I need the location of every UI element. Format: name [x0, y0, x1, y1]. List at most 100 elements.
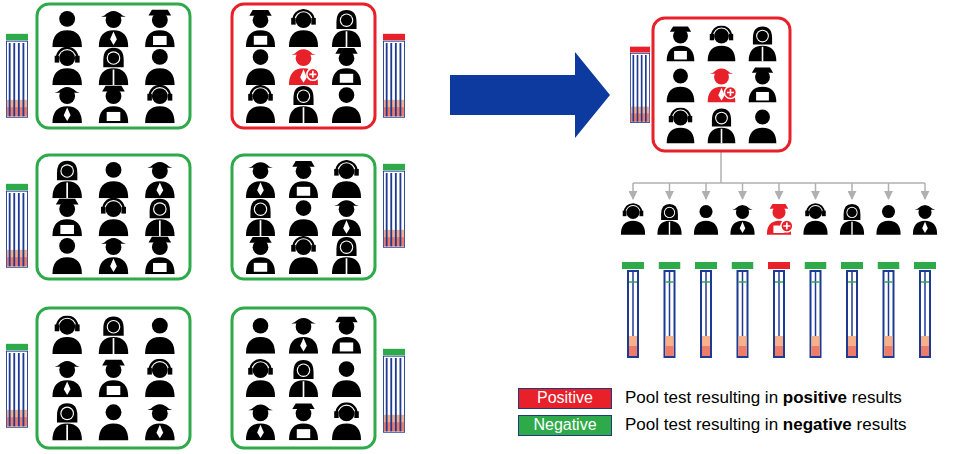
person-icon	[246, 86, 275, 123]
person-icon	[246, 405, 275, 441]
person-icon	[145, 318, 174, 354]
tube-rack	[630, 47, 650, 123]
person-icon	[246, 199, 275, 236]
positive-badge	[307, 68, 319, 80]
positive-badge	[781, 220, 793, 232]
person-icon	[145, 360, 174, 397]
person-icon	[749, 67, 777, 102]
test-tube	[768, 262, 790, 357]
person-icon	[246, 162, 275, 198]
person-icon	[332, 10, 361, 47]
person-icon	[332, 361, 361, 397]
test-tube	[695, 262, 717, 357]
split-lines	[633, 152, 925, 199]
person-icon	[332, 48, 361, 85]
tube-rack	[6, 184, 28, 267]
pool-outline	[232, 308, 375, 448]
test-pool	[630, 18, 790, 151]
person-icon	[246, 49, 275, 85]
pool-outline	[232, 4, 375, 128]
person-icon	[289, 403, 318, 440]
person-icon	[289, 200, 318, 236]
person-icon	[145, 10, 174, 47]
tube-rack	[383, 164, 405, 247]
legend-key-label: Positive	[537, 389, 593, 407]
person-icon	[289, 318, 318, 354]
person-icon	[289, 86, 318, 123]
individual-tests	[621, 204, 937, 357]
person-icon	[708, 108, 736, 143]
person-icon	[289, 49, 318, 85]
test-pool	[6, 155, 190, 279]
test-pool	[232, 155, 405, 279]
test-tube	[914, 262, 936, 357]
person-icon	[99, 404, 128, 440]
person-icon	[749, 26, 777, 61]
person-icon	[749, 110, 777, 144]
person-icon	[621, 204, 645, 235]
person-icon	[332, 200, 361, 236]
person-icon	[289, 237, 318, 274]
person-icon	[803, 204, 827, 235]
tube-rack	[6, 344, 28, 427]
person-icon	[52, 87, 81, 123]
person-icon	[667, 26, 695, 61]
person-icon	[667, 69, 695, 103]
person-icon	[145, 162, 174, 198]
person-icon	[840, 204, 864, 235]
positive-badge	[724, 86, 736, 98]
test-pool	[6, 4, 190, 128]
person-icon	[52, 317, 81, 354]
tube-rack	[383, 349, 405, 432]
legend-swatch: Negative	[518, 415, 612, 436]
test-pool	[232, 4, 405, 128]
person-icon	[332, 237, 361, 274]
pool-outline	[653, 18, 790, 151]
person-icon	[145, 404, 174, 440]
person-icon	[289, 360, 318, 397]
person-icon	[289, 161, 318, 198]
person-icon	[332, 161, 361, 198]
test-pool	[6, 308, 190, 448]
person-icon	[667, 108, 695, 143]
person-icon	[99, 48, 128, 85]
legend-text: Pool test resulting in positive results	[625, 388, 902, 408]
tube-rack	[383, 34, 405, 117]
tube-rack	[6, 34, 28, 117]
test-tube	[841, 262, 863, 357]
person-icon	[52, 161, 81, 198]
person-icon	[708, 26, 736, 61]
person-icon	[289, 10, 318, 47]
person-icon	[99, 238, 128, 274]
legend-entry: Positive Pool test resulting in positive …	[518, 387, 902, 409]
person-icon	[99, 11, 128, 47]
person-icon	[876, 205, 900, 235]
person-icon	[145, 49, 174, 85]
test-tube	[805, 262, 827, 357]
person-icon	[145, 86, 174, 123]
test-tube	[659, 262, 681, 357]
person-icon	[246, 10, 275, 47]
person-icon	[246, 318, 275, 354]
person-icon	[246, 360, 275, 397]
person-icon	[246, 237, 275, 274]
person-icon	[694, 205, 718, 235]
person-icon	[145, 237, 174, 274]
person-icon	[332, 317, 361, 354]
person-icon	[99, 162, 128, 198]
person-icon	[99, 199, 128, 236]
person-icon	[332, 87, 361, 123]
person-icon	[52, 11, 81, 47]
legend-entry: NegativePool test resulting in negative …	[518, 414, 907, 436]
person-icon	[52, 199, 81, 236]
legend-key-label: Negative	[533, 416, 596, 434]
legend-swatch: Positive	[518, 388, 612, 409]
flow-arrow	[450, 52, 610, 138]
pool-outline	[232, 155, 375, 279]
person-icon	[730, 205, 754, 235]
person-icon	[52, 48, 81, 85]
pool-outline	[37, 308, 190, 448]
person-icon	[657, 204, 681, 235]
person-icon	[913, 205, 937, 235]
